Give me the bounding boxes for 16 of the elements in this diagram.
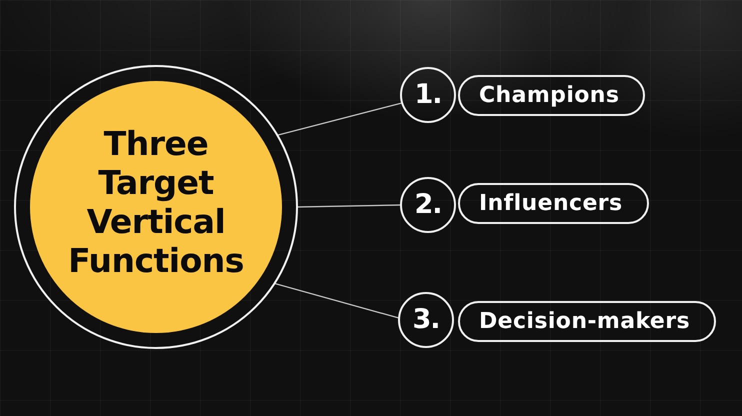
role-label: Influencers [479,190,623,218]
label-pill [458,75,646,116]
connector-line [296,204,402,208]
role-label: Decision-makers [479,308,690,336]
connector-line [274,282,400,319]
connector-line [277,102,402,136]
step-number: 2. [414,190,442,220]
number-circle [400,177,456,233]
step-number: 3. [412,305,440,335]
label-pill [458,301,716,342]
step-number: 1. [414,80,442,110]
number-circle [398,292,454,348]
role-label: Champions [479,82,620,110]
number-circle [400,67,456,123]
hub-title: Three Target Vertical Functions [67,124,245,280]
label-pill [458,183,649,224]
